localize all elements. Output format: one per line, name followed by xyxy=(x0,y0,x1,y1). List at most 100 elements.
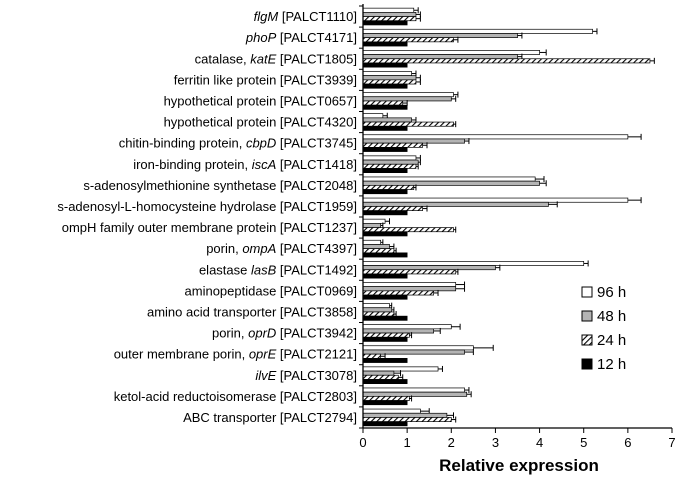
bar-24-h-row-1 xyxy=(362,16,417,22)
bar-48-h-row-15 xyxy=(362,307,393,313)
error-bar-24-h-row-10 xyxy=(422,205,428,212)
bar-12-h-row-10 xyxy=(362,210,408,216)
bar-12-h-row-15 xyxy=(362,315,408,321)
category-label-18-part-2: [PALCT3078] xyxy=(276,368,357,383)
category-labels: flgM [PALCT1110]phoP [PALCT4171]catalase… xyxy=(57,9,357,425)
legend-item-48-h: 48 h xyxy=(581,308,626,325)
bar-12-h-row-11 xyxy=(362,231,408,237)
category-label-2: phoP [PALCT4171] xyxy=(245,30,357,45)
category-label-19-part-1: ketol-acid reductoisomerase [PALCT2803] xyxy=(114,389,357,404)
legend-label-48-h: 48 h xyxy=(597,308,626,325)
error-bar-48-h-row-4 xyxy=(415,74,421,81)
error-bar-24-h-row-14 xyxy=(433,289,439,296)
category-label-15: amino acid transporter [PALCT3858] xyxy=(147,304,357,319)
bar-96-h-row-17 xyxy=(362,345,474,351)
category-label-1-part-2: [PALCT1110] xyxy=(278,9,357,24)
error-bar-96-h-row-5 xyxy=(453,91,459,98)
category-label-13: elastase lasB [PALCT1492] xyxy=(199,262,357,277)
bar-48-h-row-9 xyxy=(362,180,540,186)
legend-swatch-48-h xyxy=(581,310,593,322)
bar-12-h-row-2 xyxy=(362,41,408,47)
category-label-14: aminopeptidase [PALCT0969] xyxy=(185,283,357,298)
bar-48-h-row-11 xyxy=(362,223,382,228)
bar-24-h-row-10 xyxy=(362,206,423,211)
bar-48-h-row-4 xyxy=(362,75,417,81)
bar-24-h-row-3 xyxy=(362,58,651,64)
bar-96-h-row-2 xyxy=(362,28,593,34)
category-label-12-part-2: ompA xyxy=(242,241,276,256)
category-label-18-part-1: ilvE xyxy=(255,368,276,383)
category-label-7-part-2: cbpD xyxy=(246,136,276,151)
bar-96-h-row-1 xyxy=(362,7,415,13)
category-label-7: chitin-binding protein, cbpD [PALCT3745] xyxy=(119,136,357,151)
bar-12-h-row-19 xyxy=(362,400,408,406)
bar-24-h-row-12 xyxy=(362,248,395,254)
bar-24-h-row-5 xyxy=(362,100,404,106)
category-label-3-part-2: katE xyxy=(250,51,276,66)
category-label-7-part-3: [PALCT3745] xyxy=(276,136,357,151)
error-bar-96-h-row-11 xyxy=(385,218,390,225)
category-label-4: ferritin like protein [PALCT3939] xyxy=(174,72,357,87)
bar-48-h-row-17 xyxy=(362,349,465,355)
bar-12-h-row-1 xyxy=(362,20,408,26)
error-bar-48-h-row-20 xyxy=(446,412,454,419)
bar-48-h-row-19 xyxy=(362,391,468,397)
x-tick-label-6: 6 xyxy=(624,435,631,450)
category-label-9: s-adenosylmethionine synthetase [PALCT20… xyxy=(83,178,357,193)
legend-swatch-12-h xyxy=(581,358,593,370)
legend-swatch-96-h xyxy=(581,286,593,298)
category-label-6-part-1: hypothetical protein [PALCT4320] xyxy=(164,115,357,130)
bar-24-h-row-4 xyxy=(362,79,417,85)
error-bar-48-h-row-8 xyxy=(418,159,421,166)
x-axis-title: Relative expression xyxy=(439,456,599,475)
error-bar-24-h-row-16 xyxy=(409,332,413,339)
bar-48-h-row-2 xyxy=(362,33,518,39)
bar-96-h-row-7 xyxy=(362,134,629,140)
error-bar-24-h-row-20 xyxy=(451,416,457,423)
bar-48-h-row-13 xyxy=(362,265,496,271)
bar-24-h-row-17 xyxy=(362,353,382,359)
category-label-9-part-1: s-adenosylmethionine synthetase [PALCT20… xyxy=(83,178,357,193)
error-bar-48-h-row-10 xyxy=(548,201,558,208)
category-label-10-part-1: s-adenosyl-L-homocysteine hydrolase [PAL… xyxy=(57,199,357,214)
error-bar-48-h-row-5 xyxy=(451,95,457,102)
bar-12-h-row-7 xyxy=(362,147,408,152)
category-label-2-part-1: phoP xyxy=(245,30,277,45)
error-bar-48-h-row-18 xyxy=(393,370,402,377)
category-label-17-part-1: outer membrane porin, xyxy=(114,347,249,362)
x-tick-label-2: 2 xyxy=(448,435,455,450)
error-bar-96-h-row-13 xyxy=(583,260,589,267)
bar-48-h-row-16 xyxy=(362,328,434,334)
error-bar-24-h-row-4 xyxy=(415,78,421,85)
x-tick-label-7: 7 xyxy=(668,435,675,450)
bar-24-h-row-13 xyxy=(362,269,457,275)
bar-12-h-row-5 xyxy=(362,104,408,110)
bar-12-h-row-20 xyxy=(362,421,408,427)
category-label-7-part-1: chitin-binding protein, xyxy=(119,136,246,151)
error-bar-96-h-row-3 xyxy=(539,49,547,56)
error-bar-48-h-row-16 xyxy=(433,327,441,334)
x-tick-label-1: 1 xyxy=(404,435,411,450)
bar-12-h-row-12 xyxy=(362,252,408,258)
bar-48-h-row-6 xyxy=(362,117,412,123)
category-label-5-part-1: hypothetical protein [PALCT0657] xyxy=(164,93,357,108)
bar-96-h-row-6 xyxy=(362,113,384,119)
error-bar-96-h-row-1 xyxy=(413,7,419,14)
error-bar-96-h-row-7 xyxy=(627,133,642,140)
error-bar-24-h-row-8 xyxy=(415,163,419,170)
bar-12-h-row-13 xyxy=(362,273,408,279)
error-bar-96-h-row-9 xyxy=(535,176,545,183)
bar-96-h-row-11 xyxy=(362,218,386,224)
error-bar-48-h-row-19 xyxy=(466,391,472,398)
error-bar-24-h-row-13 xyxy=(455,268,459,275)
bar-12-h-row-17 xyxy=(362,358,408,363)
bar-96-h-row-20 xyxy=(362,408,421,414)
error-bar-24-h-row-6 xyxy=(453,121,457,128)
bar-24-h-row-2 xyxy=(362,37,454,43)
error-bar-24-h-row-19 xyxy=(409,395,413,402)
error-bar-24-h-row-3 xyxy=(649,57,655,64)
bar-12-h-row-8 xyxy=(362,168,408,173)
x-tick-label-0: 0 xyxy=(359,435,366,450)
